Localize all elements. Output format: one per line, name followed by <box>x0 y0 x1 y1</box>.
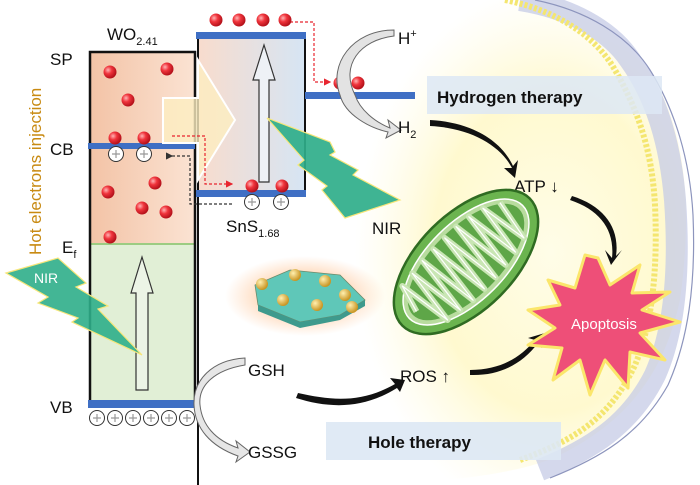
hole <box>161 410 177 426</box>
wo-cb-band <box>88 143 195 149</box>
electron <box>209 13 223 27</box>
electron-transfer-path-wo-to-sns <box>172 135 234 188</box>
hole <box>179 410 195 426</box>
hole <box>136 146 152 162</box>
hydrogen-therapy-box <box>427 76 662 114</box>
lightning-bolt-icon <box>266 117 402 219</box>
cell-membrane-bilayer <box>504 0 659 463</box>
ros-to-apoptosis-arrow <box>470 333 545 376</box>
wo-excitation-arrow <box>130 254 154 391</box>
gold-nanoparticle <box>346 301 358 313</box>
electron <box>108 131 122 145</box>
nanosheet-particle-icon <box>225 256 385 336</box>
gssg-label: GSSG <box>248 443 297 462</box>
hydrogen-therapy-label: Hydrogen therapy <box>437 88 583 107</box>
electron <box>245 179 259 193</box>
hole <box>273 194 289 210</box>
electron <box>275 179 289 193</box>
electron-transfer-path-to-h-level <box>290 21 332 86</box>
fermi-level-label: Ef <box>62 238 77 261</box>
electron <box>103 65 117 79</box>
gold-nanoparticle <box>256 278 268 290</box>
gsh-to-ros-arrow <box>296 378 405 406</box>
h-plus-to-h2-arrow <box>336 29 402 140</box>
sns-excitation-arrow <box>252 42 276 183</box>
electron <box>232 13 246 27</box>
electron <box>160 62 174 76</box>
sp-level-label: SP <box>50 50 73 69</box>
cell-membrane-outer <box>518 0 688 481</box>
cb-level-label: CB <box>50 140 74 159</box>
electron <box>159 205 173 219</box>
sns-vb-band <box>196 190 306 197</box>
electron <box>135 201 149 215</box>
electron <box>278 13 292 27</box>
electron <box>351 76 365 90</box>
hole-therapy-label: Hole therapy <box>368 433 472 452</box>
cell-membrane-edge <box>534 0 695 479</box>
wo-vb-band <box>88 400 200 408</box>
starburst-icon <box>526 253 682 397</box>
electrons <box>101 13 365 244</box>
electron <box>137 131 151 145</box>
hole-transfer-path-sns-to-wo <box>166 152 232 205</box>
nir-label-left: NIR <box>34 270 58 286</box>
hot-electrons-injection-label: Hot electrons injection <box>26 88 45 255</box>
apoptosis-starburst: Apoptosis <box>526 253 682 397</box>
hole <box>108 146 124 162</box>
hole <box>143 410 159 426</box>
hole <box>107 410 123 426</box>
hot-electron-injection-arrow <box>162 56 237 184</box>
h-plus-label: H+ <box>398 28 417 48</box>
nir-label-right: NIR <box>372 219 401 238</box>
electron <box>121 93 135 107</box>
electron <box>148 176 162 190</box>
apoptosis-label: Apoptosis <box>571 316 637 333</box>
sns-material-label: SnS1.68 <box>226 217 280 240</box>
gsh-to-gssg-arrow <box>193 357 251 464</box>
gold-nanoparticle <box>277 294 289 306</box>
nir-bolt-left: NIR <box>4 257 143 356</box>
gsh-label: GSH <box>248 361 285 380</box>
h-reduction-level <box>305 92 415 99</box>
holes <box>89 146 289 426</box>
mitochondrion-icon <box>392 188 540 336</box>
electron <box>256 13 270 27</box>
hole <box>125 410 141 426</box>
atp-to-apoptosis-arrow <box>570 196 622 265</box>
wo-outline <box>88 50 197 402</box>
ros-label: ROS ↑ <box>400 367 450 386</box>
lightning-bolt-icon <box>4 257 143 356</box>
hole-therapy-box <box>326 422 561 460</box>
nir-bolt-right: NIR <box>266 117 402 238</box>
hole <box>89 410 105 426</box>
hole <box>244 194 260 210</box>
gold-nanoparticle <box>289 269 301 281</box>
h2-to-atp-arrow <box>430 120 518 178</box>
wo-material-label: WO2.41 <box>107 25 158 48</box>
atp-label: ATP ↓ <box>514 177 559 196</box>
vb-level-label: VB <box>50 398 73 417</box>
electron <box>103 230 117 244</box>
electron <box>101 185 115 199</box>
gold-nanoparticle <box>311 299 323 311</box>
gold-nanoparticle <box>339 289 351 301</box>
h2-label: H2 <box>398 118 416 141</box>
sns-cb-band <box>196 32 306 39</box>
gold-nanoparticle <box>319 275 331 287</box>
